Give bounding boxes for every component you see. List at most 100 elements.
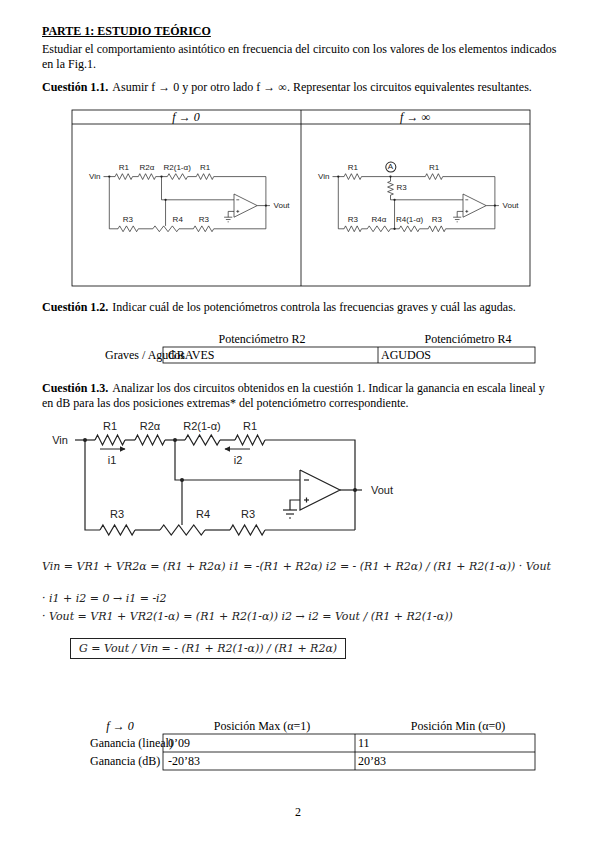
table-cell: f → 0 <box>106 719 133 734</box>
junction-dot <box>160 175 162 177</box>
component-label: R2α <box>139 420 161 432</box>
component-label: Vout <box>502 201 520 210</box>
circuit-sketch <box>104 174 270 232</box>
resistor-symbol <box>196 174 213 180</box>
wire <box>333 176 345 177</box>
paragraph: G = Vout / Vin = - (R1 + R2(1-α)) / (R1 … <box>70 638 346 659</box>
resistor-symbol <box>235 435 265 445</box>
component-label: R3 <box>198 215 210 224</box>
wire <box>362 176 426 177</box>
junction-dot <box>180 478 184 482</box>
component-label: R2(1-α) <box>182 420 222 432</box>
table-cell: Potenciómetro R2 <box>219 332 306 347</box>
component-label: R3 <box>347 215 359 224</box>
question-number: Cuestión 1.2. <box>42 300 108 314</box>
junction-dot <box>353 488 357 492</box>
wire <box>306 498 307 503</box>
wire <box>455 219 460 220</box>
component-label: R4(1-α) <box>395 215 424 224</box>
paragraph: Estudiar el comportamiento asintótico en… <box>42 42 557 71</box>
table-cell: AGUDOS <box>381 348 431 363</box>
body-text: G = Vout / Vin = - (R1 + R2(1-α)) / (R1 … <box>79 642 337 655</box>
resistor-symbol <box>344 174 361 180</box>
body-text: Estudiar el comportamiento asintótico en… <box>42 42 557 71</box>
resistor-symbol <box>425 174 442 180</box>
wire <box>228 211 234 217</box>
wire <box>290 500 300 510</box>
paragraph: Cuestión 1.3.Analizar los dos circuitos … <box>42 381 557 410</box>
table-cell: 11 <box>358 736 370 751</box>
resistor-symbol <box>367 226 390 232</box>
resistor-symbol <box>138 174 155 180</box>
wire <box>188 176 197 177</box>
resistor-symbol <box>160 525 205 535</box>
wire <box>283 509 297 510</box>
resistor-symbol <box>428 226 445 232</box>
junction-dot <box>393 228 395 230</box>
paragraph: · Vout = VR1 + VR2(1-α) = (R1 + R2(1-α))… <box>42 610 572 623</box>
wire <box>125 439 135 440</box>
junction-dot <box>83 438 87 442</box>
wire <box>138 228 153 229</box>
resistor-symbol <box>344 226 361 232</box>
component-label: R4 <box>195 508 211 520</box>
component-label: A <box>385 162 396 173</box>
table-cell: GRAVES <box>168 348 214 363</box>
table-cell: f → 0 <box>172 110 199 125</box>
wire <box>446 228 495 229</box>
component-label: R1 <box>242 420 258 432</box>
tables <box>72 110 535 770</box>
wire <box>286 513 294 514</box>
table-cell: -20’83 <box>168 754 200 769</box>
wire <box>465 211 468 212</box>
wire <box>205 529 230 530</box>
table-cell: Ganancia (lineal) <box>90 736 173 751</box>
wire <box>486 205 499 206</box>
table-cell: 2 <box>295 805 301 820</box>
junction-dot <box>389 175 391 177</box>
component-label: R1 <box>347 164 359 173</box>
component-label: Vin <box>317 172 330 181</box>
component-label: i2 <box>233 454 244 466</box>
table-border <box>163 347 535 363</box>
wire <box>109 177 118 229</box>
wire <box>236 211 239 212</box>
component-label: Vin <box>51 434 69 446</box>
junction-dot <box>173 438 177 442</box>
component-label: R1 <box>118 164 130 173</box>
body-text: Indicar cuál de los potenciómetros contr… <box>112 300 516 314</box>
junction-dot <box>494 204 496 206</box>
wire <box>257 205 270 206</box>
wire <box>391 228 400 229</box>
table-border <box>72 110 530 286</box>
body-text: Asumir f → 0 y por otro lado f → ∞. Repr… <box>112 80 531 94</box>
resistor-symbol <box>388 181 394 195</box>
wire <box>340 489 362 490</box>
resistor-symbol <box>115 174 132 180</box>
table-border <box>163 734 535 770</box>
resistor-symbol <box>167 174 187 180</box>
component-label: R3 <box>240 508 256 520</box>
body-text: · i1 + i2 = 0 → i1 = -i2 <box>42 592 167 605</box>
wire <box>391 195 464 200</box>
table-cell: f → ∞ <box>400 110 430 125</box>
resistor-symbol <box>230 525 265 535</box>
component-label: R3 <box>122 215 134 224</box>
wire <box>156 176 168 177</box>
component-label: R4 <box>172 215 184 224</box>
table-cell: Posición Max (α=1) <box>214 719 310 734</box>
wire <box>234 194 257 217</box>
wire <box>224 217 232 218</box>
resistor-symbol <box>193 226 213 232</box>
component-label: R3 <box>109 508 125 520</box>
table-cell: Potenciómetro R4 <box>425 332 512 347</box>
component-label: Vout <box>273 201 291 210</box>
wire <box>214 177 266 229</box>
circuit-sketch <box>333 174 499 232</box>
resistor-symbol <box>100 525 135 535</box>
component-label: R4α <box>370 215 387 224</box>
resistor-symbol <box>185 435 220 445</box>
body-text: · Vout = VR1 + VR2(1-α) = (R1 + R2(1-α))… <box>42 610 453 623</box>
wire <box>466 210 467 213</box>
wire <box>85 440 100 530</box>
